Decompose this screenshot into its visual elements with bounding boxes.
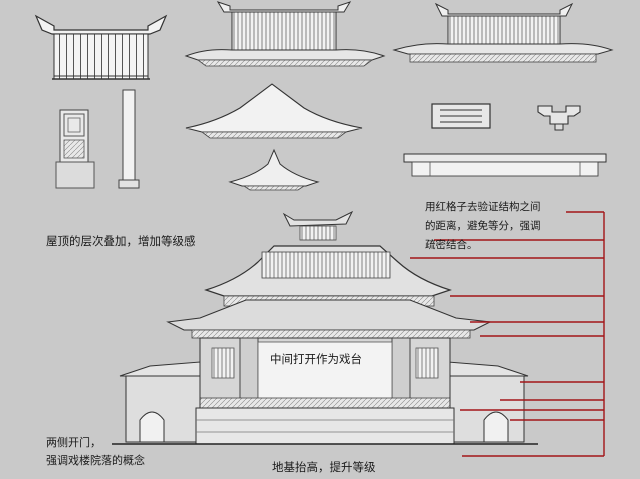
red-guide-lines bbox=[410, 211, 605, 457]
side-gates-note: 两侧开门， 强调戏楼院落的概念 bbox=[46, 434, 145, 470]
red-grid-note-line: 的距离，避免等分，强调 bbox=[425, 220, 541, 232]
center-stage-note: 中间打开作为戏台 bbox=[270, 352, 362, 366]
red-grid-note: 用红格子去验证结构之间 的距离，避免等分，强调 疏密结合。 bbox=[425, 198, 541, 255]
side-gates-note-line: 强调戏楼院落的概念 bbox=[46, 454, 145, 467]
roof-wide-elevation bbox=[184, 1, 386, 67]
main-stage-facade bbox=[112, 210, 538, 445]
red-grid-note-line: 疏密结合。 bbox=[425, 239, 478, 251]
railing-base-elevation bbox=[403, 153, 607, 177]
door-panel-elevation bbox=[55, 109, 95, 189]
wall-gate-elevation bbox=[34, 14, 168, 80]
bracket-icon bbox=[537, 105, 581, 131]
gable-roof-elevation bbox=[185, 83, 363, 139]
roof-ridge-elevation bbox=[392, 2, 614, 63]
column-elevation bbox=[118, 89, 140, 189]
roof-layering-note: 屋顶的层次叠加，增加等级感 bbox=[46, 234, 196, 248]
side-gates-note-line: 两侧开门， bbox=[46, 436, 101, 449]
raised-base-note: 地基抬高，提升等级 bbox=[272, 460, 376, 474]
lattice-window-icon bbox=[431, 103, 491, 129]
red-grid-note-line: 用红格子去验证结构之间 bbox=[425, 201, 541, 213]
roof-corner-fragment bbox=[228, 148, 320, 191]
